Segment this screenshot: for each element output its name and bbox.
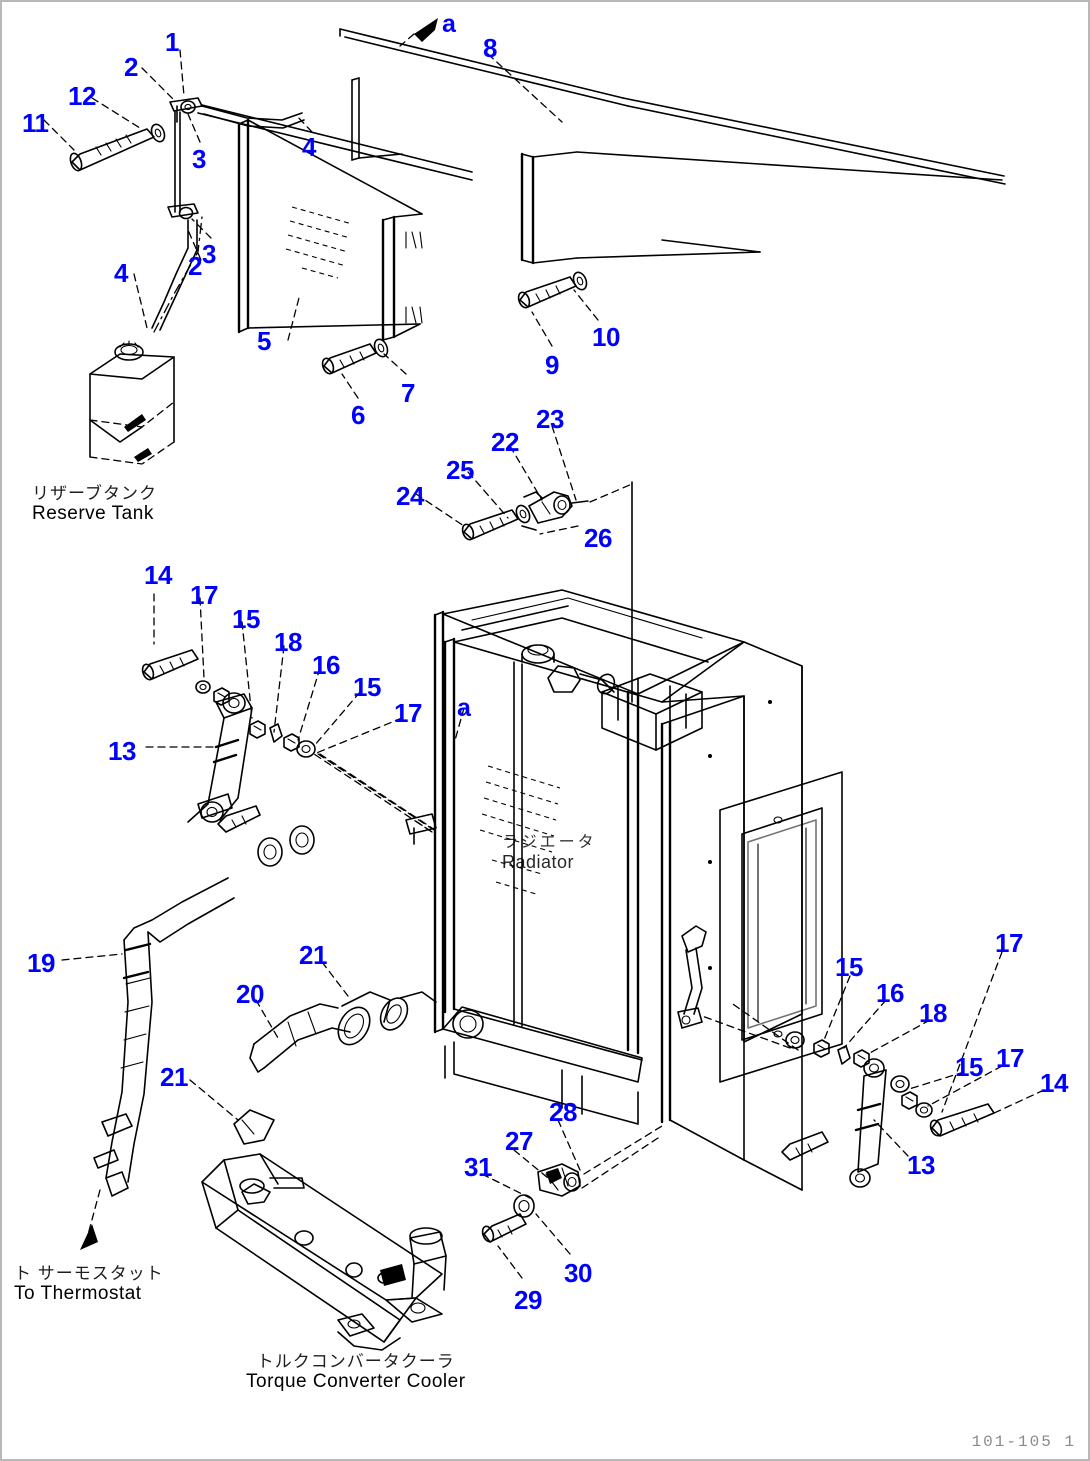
label-to-thermostat-jp: ト サーモスタット [14,1264,164,1283]
callout-1[interactable]: 1 [165,27,179,57]
callout-7[interactable]: 7 [401,378,415,408]
bolt-9 [517,276,577,309]
fitting-22-26 [461,491,589,541]
callout-3b[interactable]: 3 [202,239,216,269]
callout-15-left[interactable]: 15 [232,604,260,634]
radiator-assembly [405,589,843,1191]
callout-19[interactable]: 19 [27,948,55,978]
label-reserve-tank: リザーブタンク Reserve Tank [32,484,157,524]
callout-4[interactable]: 4 [302,132,316,162]
callout-24[interactable]: 24 [396,481,424,511]
callout-18-right[interactable]: 18 [919,998,947,1028]
callout-22[interactable]: 22 [491,427,519,457]
callout-8[interactable]: 8 [483,33,497,63]
callout-14-right[interactable]: 14 [1040,1068,1068,1098]
callout-14-left[interactable]: 14 [144,560,172,590]
callout-17-left[interactable]: 17 [190,580,218,610]
bolt-6 [321,343,377,375]
callout-15-left-b[interactable]: 15 [353,672,381,702]
label-radiator-en: Radiator [502,851,575,872]
callout-15-right-b[interactable]: 15 [955,1052,983,1082]
label-radiator-jp: ラジエータ [502,834,597,851]
bolt-14-left [141,649,199,681]
torque-converter-cooler-art [201,1153,447,1351]
label-torque-converter-cooler-en: Torque Converter Cooler [246,1371,466,1393]
label-radiator: ラジエータ Radiator [502,834,597,872]
bolt-right-lower [781,1131,829,1161]
callout-21-upper[interactable]: 21 [299,940,327,970]
callout-17-right-b[interactable]: 17 [996,1043,1024,1073]
callout-10[interactable]: 10 [592,322,620,352]
callout-13-left[interactable]: 13 [108,736,136,766]
callout-9[interactable]: 9 [545,350,559,380]
section-marker-a-mid: a [457,694,471,722]
callout-18-left[interactable]: 18 [274,627,302,657]
left-hose-assembly [80,877,437,1250]
label-to-thermostat: ト サーモスタット To Thermostat [14,1264,164,1304]
callout-16-right[interactable]: 16 [876,978,904,1008]
callout-4b[interactable]: 4 [114,258,128,288]
callout-23[interactable]: 23 [536,404,564,434]
section-marker-a-top: a [442,10,456,38]
left-linkage [141,649,316,867]
leaders-top [43,49,599,399]
leaders-left-hose [61,953,349,1121]
callout-20[interactable]: 20 [236,979,264,1009]
leaders-left-linkage [145,593,435,833]
fitting-27-31 [481,1163,581,1243]
bolt-14-right [929,1103,995,1137]
callout-2b[interactable]: 2 [188,251,202,281]
callout-26[interactable]: 26 [584,523,612,553]
callout-16-left[interactable]: 16 [312,650,340,680]
leaders-right-linkage [701,951,1045,1157]
label-to-thermostat-en: To Thermostat [14,1283,142,1305]
label-torque-converter-cooler: トルクコンバータクーラ Torque Converter Cooler [246,1352,466,1392]
misc-leaders [319,753,433,833]
leaders-27-31 [481,1119,663,1279]
callout-15-right[interactable]: 15 [835,952,863,982]
callout-6[interactable]: 6 [351,400,365,430]
label-reserve-tank-en: Reserve Tank [32,503,154,525]
callout-31[interactable]: 31 [464,1152,492,1182]
callout-21-lower[interactable]: 21 [160,1062,188,1092]
callout-25[interactable]: 25 [446,455,474,485]
reserve-tank-art [89,340,175,465]
callout-17-left-b[interactable]: 17 [394,698,422,728]
callout-3[interactable]: 3 [192,144,206,174]
label-reserve-tank-jp: リザーブタンク [32,484,157,503]
callout-11[interactable]: 11 [22,108,49,138]
leaders-22-26 [415,425,633,703]
bolt-11 [69,128,155,172]
callout-13-right[interactable]: 13 [907,1150,935,1180]
callout-30[interactable]: 30 [564,1258,592,1288]
label-torque-converter-cooler-jp: トルクコンバータクーラ [256,1352,455,1371]
callout-29[interactable]: 29 [514,1285,542,1315]
right-linkage [781,1031,995,1188]
callout-12[interactable]: 12 [68,81,96,111]
callout-28[interactable]: 28 [549,1097,577,1127]
callout-17-right[interactable]: 17 [995,928,1023,958]
callout-27[interactable]: 27 [505,1126,533,1156]
callout-5[interactable]: 5 [257,326,271,356]
upper-shroud-assembly [69,18,1006,465]
sheet-code: 101-105 1 [971,1433,1076,1451]
callout-2[interactable]: 2 [124,52,138,82]
